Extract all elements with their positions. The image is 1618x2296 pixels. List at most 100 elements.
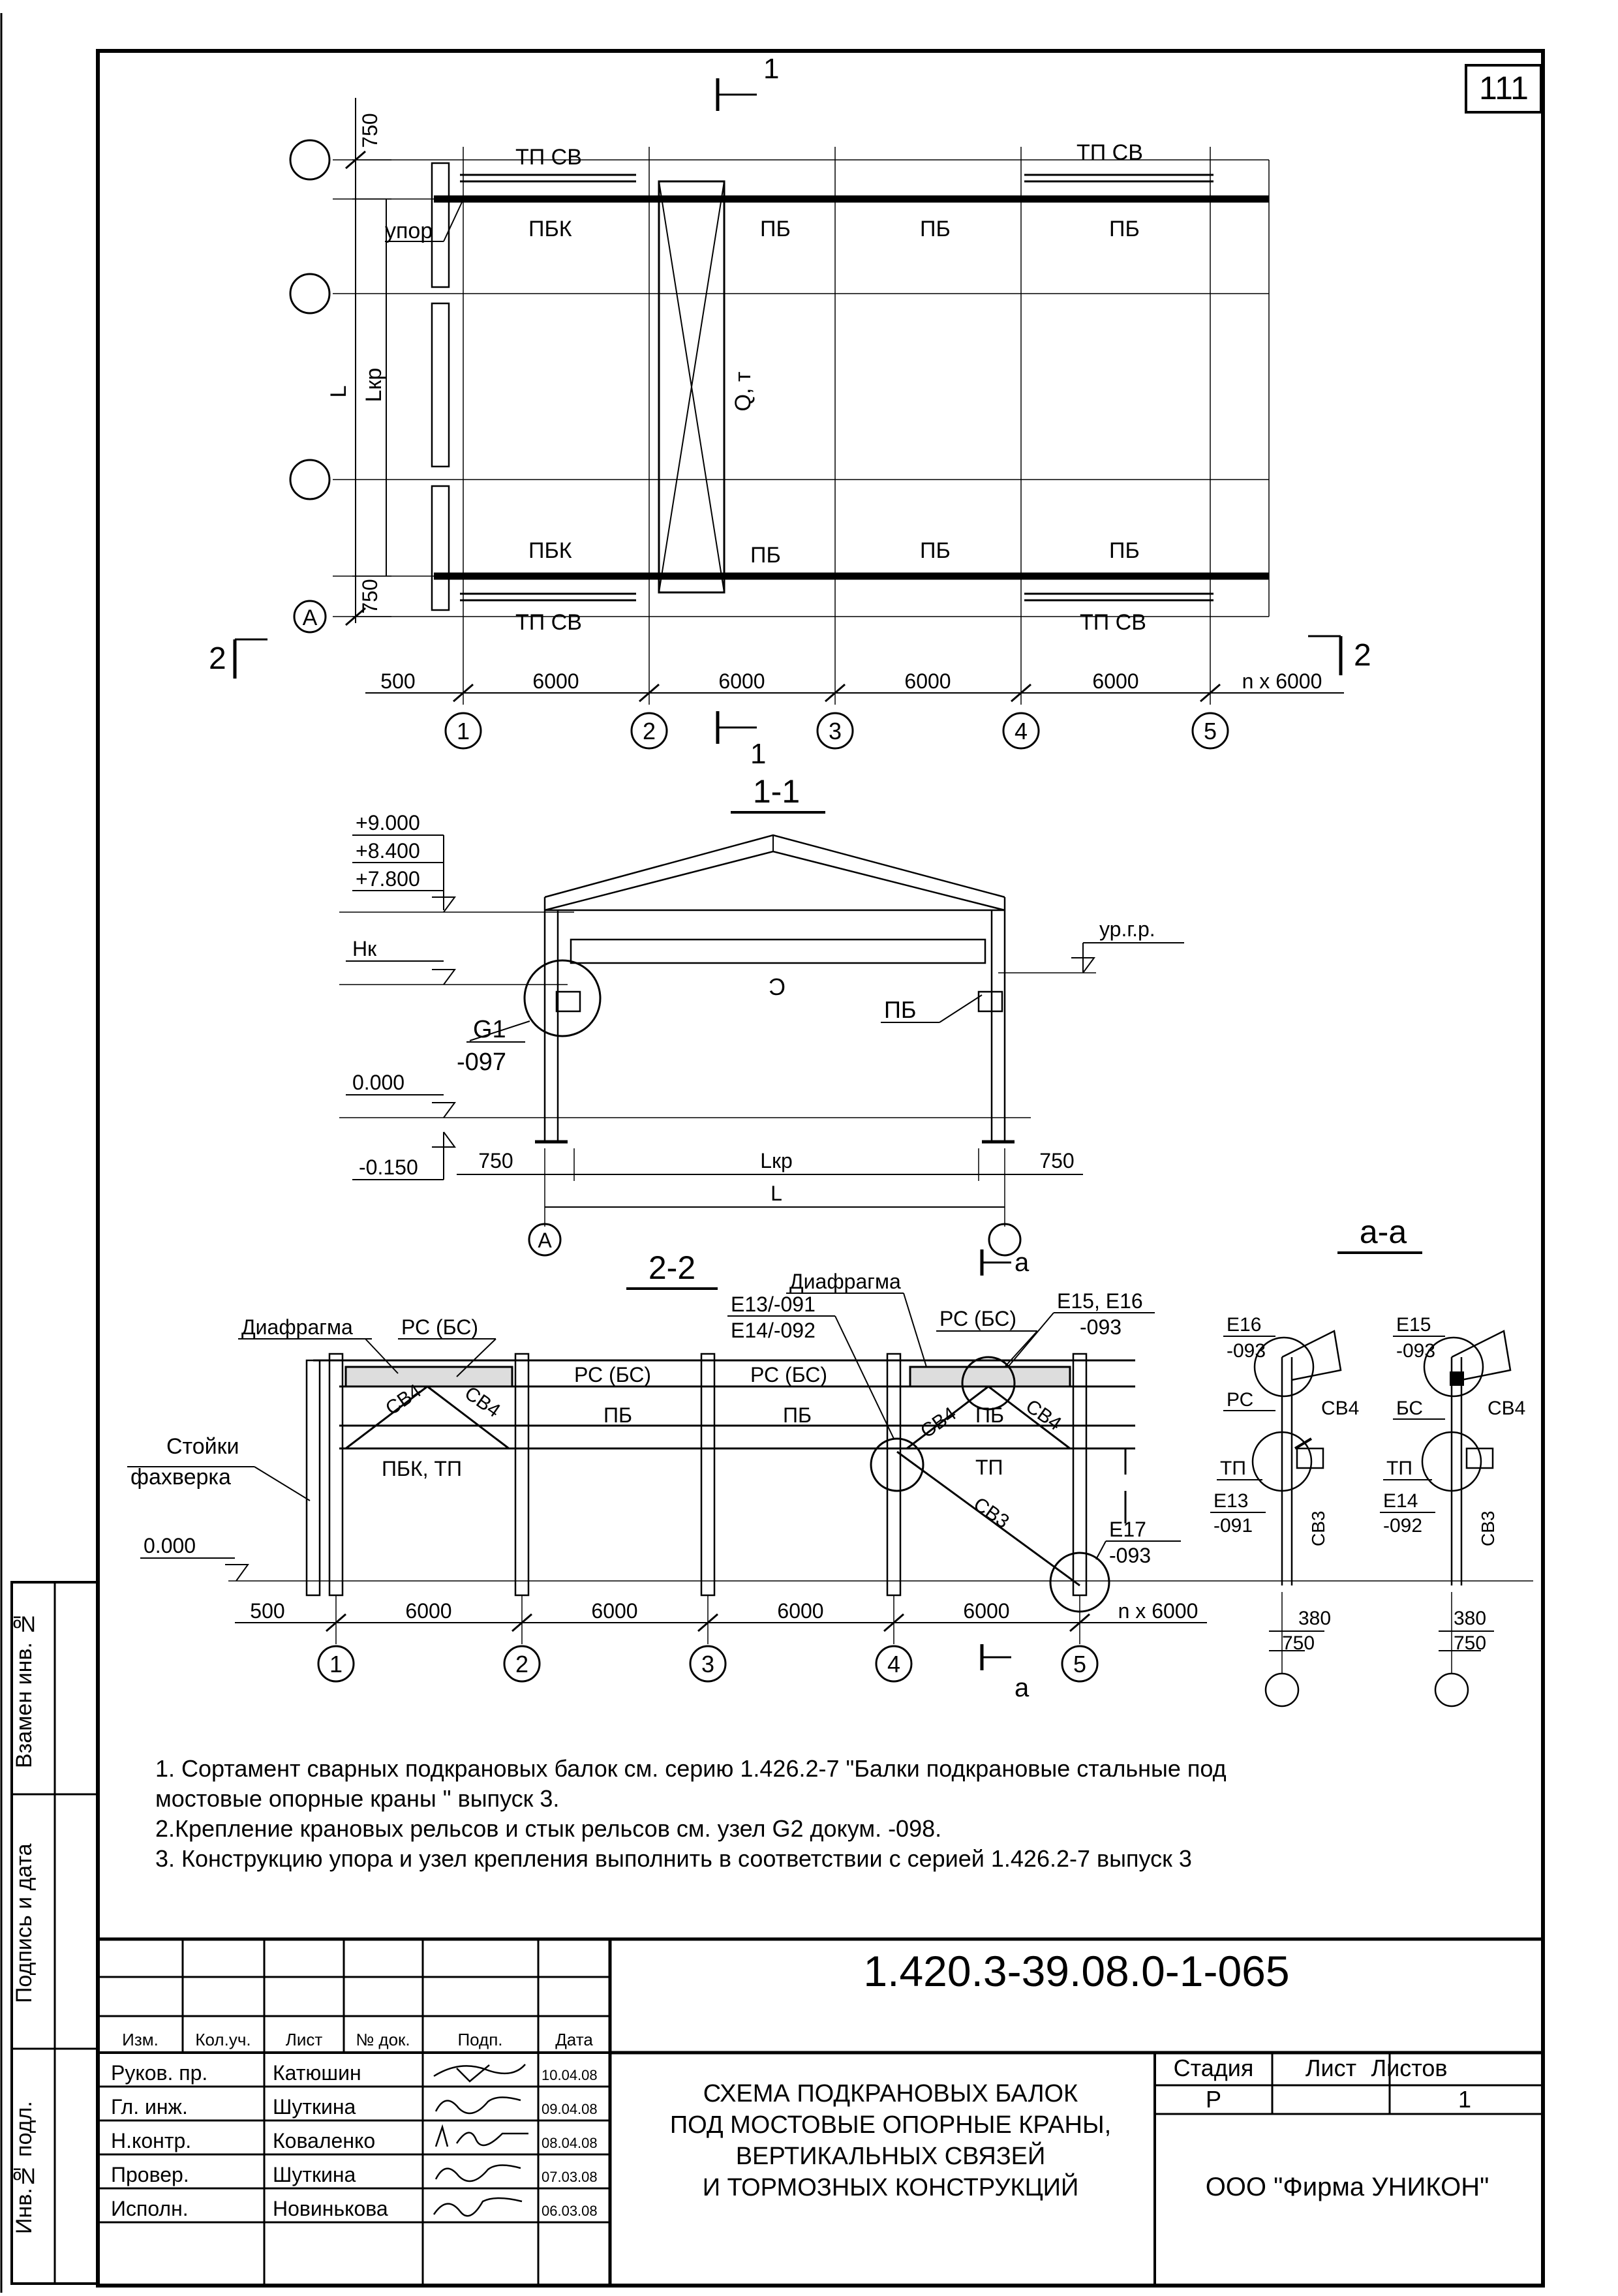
svg-text:Шуткина: Шуткина [273,2163,356,2186]
e14-label: E14/-092 [731,1319,816,1342]
diaphragm-label-right: Диафрагма [789,1270,901,1293]
stop-label: упор [385,219,433,243]
svg-text:Подп.: Подп. [457,2030,502,2049]
plan-axis-3: 3 [829,718,842,744]
level-0000: 0.000 [352,1071,404,1094]
svg-text:3: 3 [701,1651,714,1677]
sheet-number-box [1465,64,1542,114]
dim-Lkr: Lкр [361,368,386,403]
svg-text:E13: E13 [1214,1490,1248,1512]
title-block [98,1937,1543,2286]
svg-text:500: 500 [250,1599,284,1623]
svg-text:n x 6000: n x 6000 [1242,669,1322,693]
svg-text:СВ3: СВ3 [1308,1511,1328,1546]
note-line: 2.Крепление крановых рельсов и стык рель… [155,1815,942,1842]
plan-axis-5: 5 [1204,718,1217,744]
plan-axis-1: 1 [457,718,470,744]
svg-text:6000: 6000 [591,1599,637,1623]
svg-text:1: 1 [329,1651,343,1677]
svg-text:СВ3: СВ3 [1478,1511,1498,1546]
tp-sv-label-top-right: ТП СВ [1076,140,1143,165]
dim-l-1-1: L [771,1182,782,1205]
crane-outline [658,180,725,594]
svg-text:-091: -091 [1214,1515,1253,1537]
svg-text:Листов: Листов [1371,2055,1448,2081]
svg-text:Н.контр.: Н.контр. [111,2129,191,2152]
svg-text:А: А [538,1229,552,1252]
section-1-1: 1-1 Ͻ G1 -097 +9.000 +8.400 +7.80 [339,773,1184,1257]
svg-text:10.04.08: 10.04.08 [542,2067,598,2083]
svg-text:Исполн.: Исполн. [111,2197,189,2220]
svg-text:фахверка: фахверка [130,1465,231,1490]
note-line: 1. Сортамент сварных подкрановых балок с… [155,1755,1227,1782]
section-1-mark-bottom: 1 [750,738,766,770]
section-a-a-title: а-а [1360,1214,1407,1250]
svg-text:ПБ: ПБ [783,1403,812,1427]
level-minus-0150: -0.150 [359,1156,418,1179]
svg-text:750: 750 [1039,1149,1074,1172]
svg-text:ПБ: ПБ [750,543,781,568]
svg-text:Лист: Лист [286,2030,323,2049]
sheets-count: 1 [1458,2086,1471,2113]
svg-text:07.03.08: 07.03.08 [542,2169,598,2185]
side-stamp-replace: Взамен инв. № [12,1611,37,1769]
organization-name: ООО "Фирма УНИКОН" [1205,2173,1489,2201]
sv3-brace-label: СВ3 [969,1493,1013,1533]
fachwerk-posts-label: Стойки [166,1434,239,1459]
sheet-frame [96,49,1545,2288]
side-stamp-inventory: Инв.№ подл. [12,2101,37,2235]
svg-text:6000: 6000 [1092,669,1138,693]
aa-right-e15: E15 [1396,1314,1431,1336]
svg-text:РС (БС): РС (БС) [574,1363,651,1386]
svg-text:6000: 6000 [777,1599,823,1623]
rail-level-label: ур.г.р. [1099,917,1155,941]
svg-text:ПБ: ПБ [1109,538,1140,563]
svg-text:БС: БС [1396,1398,1423,1419]
signatures [433,2064,528,2217]
plan-view: А [209,53,1371,770]
svg-text:ПБ: ПБ [1109,217,1140,241]
svg-text:ПБ: ПБ [920,538,951,563]
diaphragm-label-left: Диафрагма [241,1315,353,1339]
svg-text:750: 750 [1454,1632,1486,1654]
dim-750-bottom: 750 [358,579,382,613]
svg-text:08.04.08: 08.04.08 [542,2135,598,2151]
section-2-mark-left: 2 [209,641,226,676]
svg-text:4: 4 [887,1651,900,1677]
svg-text:ПБ: ПБ [760,217,791,241]
svg-text:500: 500 [380,669,415,693]
svg-text:Гл. инж.: Гл. инж. [111,2095,188,2119]
svg-text:6000: 6000 [405,1599,451,1623]
svg-text:Изм.: Изм. [122,2030,159,2049]
note-line: мостовые опорные краны " выпуск 3. [155,1785,560,1812]
svg-text:РС: РС [1227,1389,1253,1411]
svg-text:6000: 6000 [963,1599,1009,1623]
svg-text:№ док.: № док. [356,2030,410,2049]
e17-label: E17 [1109,1518,1146,1541]
section-1-1-title: 1-1 [753,773,800,810]
svg-text:5: 5 [1073,1651,1086,1677]
svg-text:-097: -097 [457,1049,506,1076]
pbk-tp-label: ПБК, ТП [382,1457,462,1480]
general-notes: 1. Сортамент сварных подкрановых балок с… [155,1754,1447,1874]
plan-axis-4: 4 [1015,718,1028,744]
svg-text:СВ4: СВ4 [1321,1398,1359,1419]
pbk-label-top: ПБК [528,217,572,241]
svg-text:380: 380 [1454,1608,1486,1629]
dim-L: L [326,386,351,398]
svg-text:Шуткина: Шуткина [273,2095,356,2119]
svg-text:Стадия: Стадия [1174,2055,1254,2081]
section-2-2: 2-2 СВ4 СВ4 С [127,1248,1533,1702]
stage-value: Р [1206,2086,1221,2113]
svg-text:Катюшин: Катюшин [273,2061,361,2085]
svg-text:-093: -093 [1396,1340,1435,1362]
crane-hook: Ͻ [769,973,786,1000]
section-a-a: а-а E16 -093 РС СВ4 ТП E13 -091 СВ3 380 … [1210,1214,1525,1707]
svg-text:380: 380 [1298,1608,1331,1629]
dim-750-top: 750 [358,113,382,147]
side-stamp-signature: Подпись и дата [12,1843,37,2003]
axis-a-label: А [303,605,318,630]
level-7800: +7.800 [356,867,420,891]
